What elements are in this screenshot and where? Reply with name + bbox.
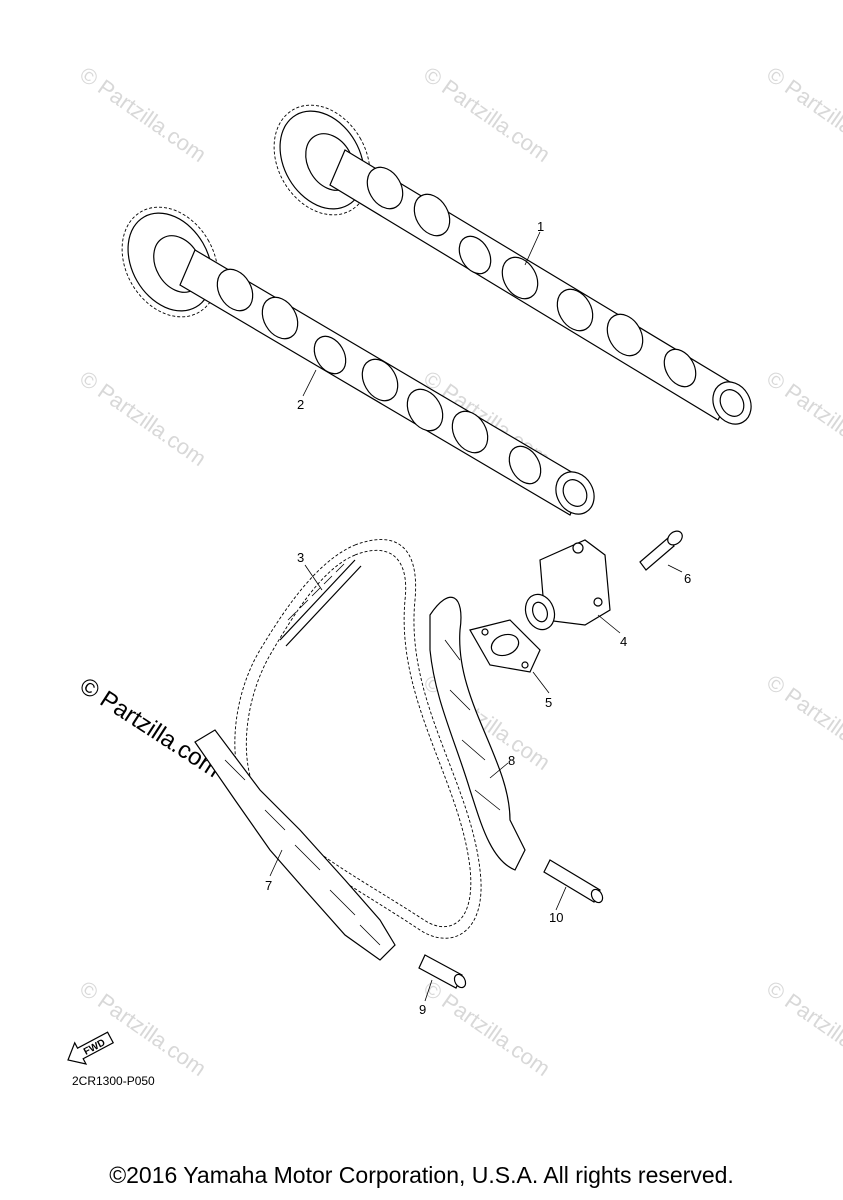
- part-label-10: 10: [549, 910, 563, 925]
- part-label-9: 9: [419, 1002, 426, 1017]
- part-label-8: 8: [508, 753, 515, 768]
- bolt-6: [639, 530, 683, 571]
- watermark: © Partzilla.com: [762, 62, 843, 168]
- part-label-5: 5: [545, 695, 552, 710]
- part-label-6: 6: [684, 571, 691, 586]
- watermark-prominent: © Partzilla.com: [75, 672, 225, 783]
- part-label-2: 2: [297, 397, 304, 412]
- pin-10: [543, 859, 604, 904]
- chain-tensioner-4: [524, 539, 611, 631]
- fwd-arrow-icon: FWD: [67, 1031, 115, 1065]
- chain-guide-8: [429, 596, 526, 871]
- camshaft-1: [273, 104, 752, 425]
- watermark: © Partzilla.com: [419, 62, 555, 168]
- part-label-3: 3: [297, 550, 304, 565]
- part-label-7: 7: [265, 878, 272, 893]
- copyright-notice: ©2016 Yamaha Motor Corporation, U.S.A. A…: [109, 1162, 734, 1188]
- watermark: © Partzilla.com: [419, 976, 555, 1082]
- watermark: © Partzilla.com: [75, 366, 211, 472]
- gasket-5: [469, 619, 541, 673]
- cam-chain-3: [234, 539, 482, 939]
- fwd-label: FWD: [82, 1037, 107, 1057]
- part-labels: 1 2 3 4 5 6 7 8 9 10: [265, 219, 691, 1017]
- watermark: © Partzilla.com: [75, 976, 211, 1082]
- watermark: © Partzilla.com: [762, 366, 843, 472]
- watermark: © Partzilla.com: [762, 670, 843, 776]
- watermark: © Partzilla.com: [75, 62, 211, 168]
- camshaft-2: [121, 206, 595, 516]
- pin-9: [418, 954, 467, 989]
- part-label-4: 4: [620, 634, 627, 649]
- part-label-1: 1: [537, 219, 544, 234]
- watermark-group: © Partzilla.com © Partzilla.com © Partzi…: [75, 62, 843, 1082]
- chain-guide-7: [194, 729, 396, 961]
- leader-lines: [269, 231, 683, 1002]
- watermark: © Partzilla.com: [762, 976, 843, 1082]
- diagram-code: 2CR1300-P050: [72, 1074, 155, 1088]
